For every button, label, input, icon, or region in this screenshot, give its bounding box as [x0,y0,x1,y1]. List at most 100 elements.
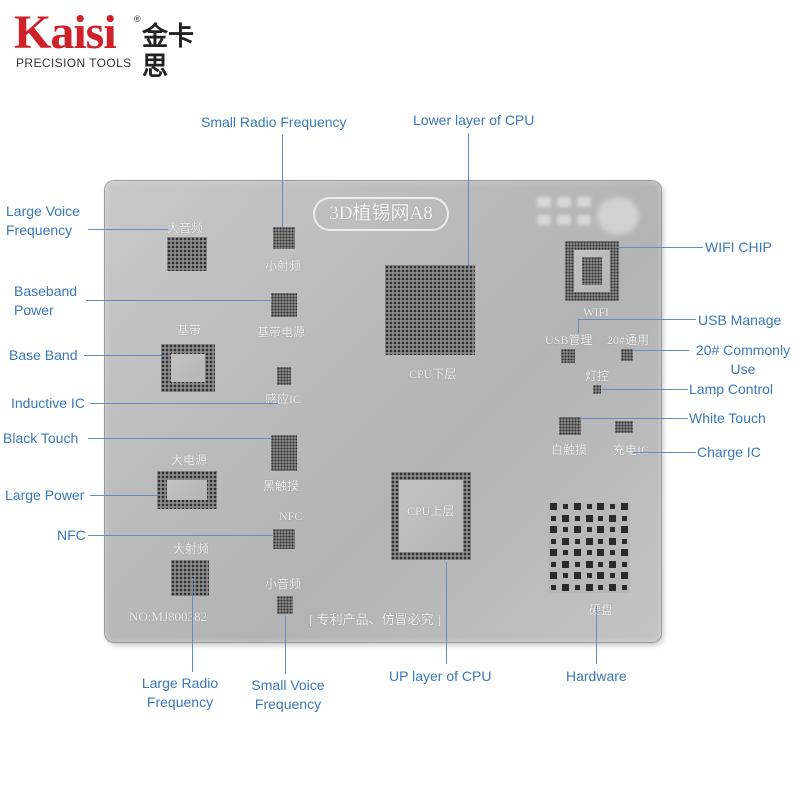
black-touch-pad [271,435,297,471]
large-radio-pad [171,560,209,596]
etch-cpu-upper: CPU上层 [407,504,455,518]
etch-small-voice: 小音频 [265,577,302,591]
brand-chinese-name: 金卡思 [142,21,195,81]
hardware-ball [608,537,616,545]
baseband-power-pad [271,293,297,317]
small-radio-pad [273,227,295,249]
etch-nfc: NFC [279,509,303,523]
hardware-ball [551,515,557,521]
callout-large-power: Large Power [5,487,85,503]
callout-usb-manage: USB Manage [698,312,782,328]
leader-line [596,606,597,664]
hardware-ball [573,526,581,534]
callout-cpu-upper: UP layer of CPU [389,668,492,684]
model-number: NO:MJ800382 [129,609,208,624]
leader-line [617,247,703,248]
hardware-ball [586,527,592,533]
hardware-ball [585,560,593,568]
hardware-pad [548,501,630,593]
hardware-ball [586,573,592,579]
hardware-ball [586,550,592,556]
etch-hardware: 硬盘 [589,603,614,617]
hardware-ball [550,526,558,534]
leader-line [86,300,272,301]
leader-line [88,438,272,439]
blurred-mark [557,215,571,225]
hardware-ball [573,549,581,557]
hardware-ball [608,583,616,591]
white-touch-pad [559,417,581,435]
hardware-ball [585,514,593,522]
hardware-ball [621,538,627,544]
hardware-ball [585,537,593,545]
callout-small-radio: Small Radio Frequency [201,114,347,130]
leader-line [84,355,164,356]
hardware-ball [597,572,605,580]
etch-wifi: WIFI [583,305,609,319]
blurred-mark [537,215,551,225]
etch-baseband-power: 基带电源 [257,325,306,339]
callout-large-radio: Large Radio Frequency [141,675,219,710]
etch-black-touch: 黑触摸 [263,479,300,493]
hardware-ball [574,584,580,590]
etch-large-power: 大电源 [171,453,208,467]
etch-baseband: 基带 [177,323,202,337]
stencil-title: 3D植锡网A8 [313,197,449,231]
etch-inductive: 感应IC [265,392,302,406]
hardware-ball [562,514,570,522]
hardware-ball [573,572,581,580]
large-voice-pad [167,237,207,271]
callout-baseband-power: Baseband Power [14,283,78,318]
callout-wifi-chip: WIFI CHIP [705,239,772,255]
hardware-ball [598,515,604,521]
inductive-pad [277,367,291,385]
blurred-mark [577,197,591,207]
leader-line [88,535,274,536]
hardware-ball [621,561,627,567]
blurred-logo [597,197,639,235]
leader-line [580,418,688,419]
hardware-ball [563,504,569,510]
leader-line [578,319,696,320]
hardware-ball [620,572,628,580]
stencil-plate: 3D植锡网A8 大音频 小射频 基带电源 基带 感应IC 黑触摸 大电源 NFC… [105,181,661,642]
callout-black-touch: Black Touch [3,430,79,446]
hardware-ball [550,549,558,557]
callout-small-voice: Small Voice Frequency [251,677,325,712]
callout-charge-ic: Charge IC [697,444,761,460]
hardware-ball [551,538,557,544]
cpu-lower-pad: CPU下层 [385,265,475,381]
hardware-ball [562,560,570,568]
leader-line [602,389,688,390]
hardware-ball [562,537,570,545]
etch-small-radio: 小射频 [265,259,302,273]
callout-large-voice: Large Voice Frequency [6,203,80,238]
blurred-mark [577,215,591,225]
hardware-ball [574,561,580,567]
nfc-pad [273,529,295,549]
brand-wordmark: Kaisi [14,6,117,59]
hardware-ball [609,550,615,556]
hardware-ball [597,526,605,534]
hardware-ball [563,573,569,579]
hardware-ball [562,583,570,591]
hardware-ball [621,584,627,590]
wifi-pad [565,241,619,301]
hardware-ball [563,550,569,556]
hardware-ball [586,504,592,510]
leader-line [446,562,447,664]
leader-line [192,578,193,672]
blurred-mark [557,197,571,207]
registered-mark: ® [134,14,141,24]
hardware-ball [551,561,557,567]
common-pad [621,349,633,361]
leader-line [282,135,283,227]
etch-cpu-lower: CPU下层 [409,367,457,381]
small-voice-pad [277,596,293,614]
hardware-ball [620,503,628,511]
leader-line [90,495,158,496]
callout-nfc: NFC [57,527,86,543]
hardware-ball [574,538,580,544]
blurred-mark [537,197,551,207]
leader-line [633,452,696,453]
